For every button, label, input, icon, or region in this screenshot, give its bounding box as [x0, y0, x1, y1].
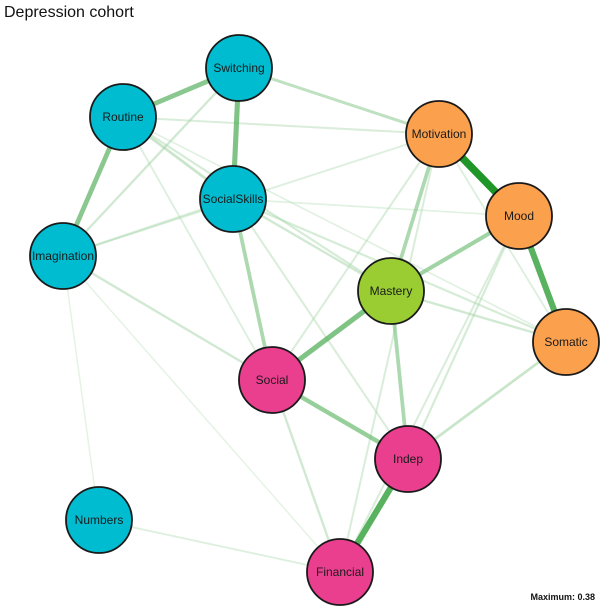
node-circle	[485, 182, 553, 250]
node-circle	[29, 222, 97, 290]
node-mood: Mood	[485, 182, 553, 250]
maximum-label: Maximum: 0.38	[530, 592, 595, 602]
node-circle	[306, 538, 374, 606]
node-circle	[199, 165, 267, 233]
node-routine: Routine	[89, 83, 157, 151]
edge-motivation-social	[270, 132, 441, 382]
node-label: Switching	[213, 61, 264, 75]
edge-numbers-financial	[98, 519, 341, 573]
node-social: Social	[238, 346, 306, 414]
node-label: SocialSkills	[203, 192, 264, 206]
figure-title: Depression cohort	[4, 4, 134, 21]
node-somatic: Somatic	[532, 308, 600, 376]
node-circle	[405, 100, 473, 168]
node-circle	[532, 308, 600, 376]
node-circle	[374, 425, 442, 493]
edge-imagination-numbers	[62, 255, 100, 521]
node-switching: Switching	[205, 34, 273, 102]
edge-switching-imagination	[61, 66, 241, 258]
node-label: Mood	[504, 209, 534, 223]
node-label: Indep	[393, 452, 423, 466]
edge-switching-motivation	[237, 66, 441, 136]
edge-mood-financial	[338, 214, 521, 574]
node-circle	[238, 346, 306, 414]
edge-social-financial	[270, 378, 342, 574]
node-label: Motivation	[412, 127, 467, 141]
edge-routine-social	[122, 116, 273, 381]
node-circle	[205, 34, 273, 102]
node-label: Imagination	[32, 249, 94, 263]
edge-mood-indep	[406, 214, 521, 461]
edge-socialskills-indep	[231, 197, 410, 461]
node-circle	[65, 486, 133, 554]
node-imagination: Imagination	[29, 222, 97, 290]
node-financial: Financial	[306, 538, 374, 606]
node-socialskills: SocialSkills	[199, 165, 267, 233]
node-layer: SwitchingRoutineSocialSkillsImaginationN…	[29, 34, 600, 606]
node-circle	[89, 83, 157, 151]
node-numbers: Numbers	[65, 486, 133, 554]
node-label: Routine	[102, 110, 144, 124]
node-motivation: Motivation	[405, 100, 473, 168]
edge-routine-motivation	[121, 115, 441, 136]
node-label: Mastery	[370, 284, 413, 298]
node-label: Numbers	[75, 513, 124, 527]
edge-imagination-financial	[62, 255, 341, 573]
edge-routine-somatic	[122, 116, 567, 343]
node-label: Financial	[316, 565, 364, 579]
node-label: Somatic	[544, 335, 587, 349]
node-mastery: Mastery	[357, 257, 425, 325]
edge-socialskills-mood	[232, 198, 520, 217]
node-label: Social	[256, 373, 289, 387]
edge-motivation-financial	[338, 132, 441, 574]
node-circle	[357, 257, 425, 325]
edge-imagination-social	[61, 254, 274, 382]
node-indep: Indep	[374, 425, 442, 493]
